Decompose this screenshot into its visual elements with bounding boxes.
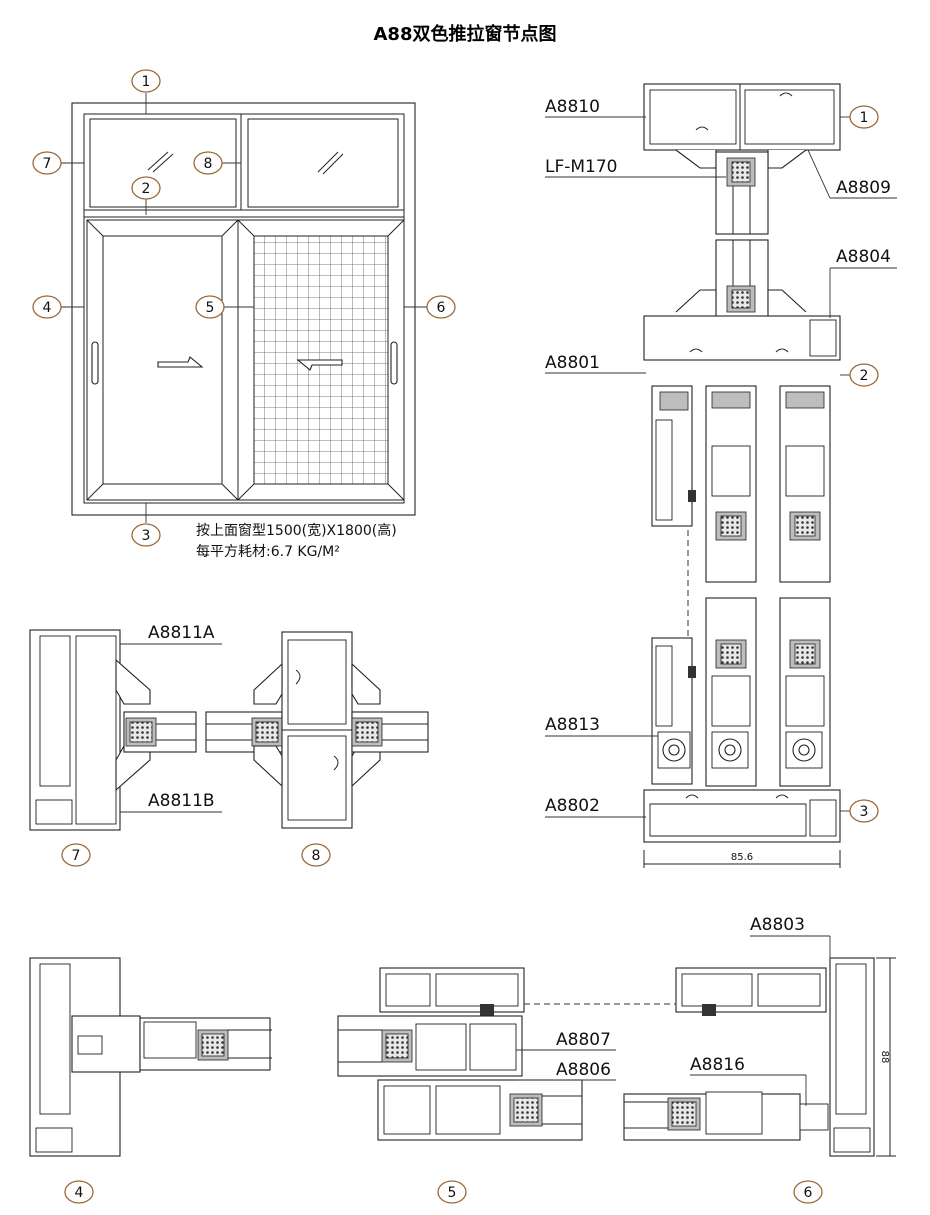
svg-text:7: 7 [72,848,81,864]
label-a8809: A8809 [836,178,891,198]
label-a8804: A8804 [836,247,891,267]
label-a8806: A8806 [556,1060,611,1080]
label-a8813: A8813 [545,715,600,735]
node-4-section: 4 [29,957,272,1204]
svg-text:3: 3 [142,528,151,544]
svg-text:4: 4 [75,1185,84,1201]
height-dimension: 88 [879,1051,890,1064]
elevation-callouts: 1 7 8 2 4 5 6 3 [32,69,456,547]
svg-text:1: 1 [860,110,869,126]
label-a8816: A8816 [690,1055,745,1075]
svg-text:4: 4 [43,300,52,316]
svg-text:8: 8 [312,848,321,864]
svg-text:5: 5 [448,1185,457,1201]
node-6-section: 88 6 [623,957,896,1204]
label-a8811a: A8811A [148,623,215,643]
node-7-section: A8811A A8811B 7 [29,623,222,867]
material-usage-note: 每平方耗材:6.7 KG/M² [196,544,340,560]
svg-text:1: 1 [142,74,151,90]
node-5-section: 5 [337,967,676,1204]
roller-wheels [657,731,823,769]
slide-right-arrow [157,356,204,368]
svg-text:2: 2 [142,181,151,197]
svg-text:3: 3 [860,804,869,820]
svg-text:8: 8 [204,156,213,172]
label-a8803: A8803 [750,915,805,935]
label-a8810: A8810 [545,97,600,117]
label-a8807: A8807 [556,1030,611,1050]
label-a8802: A8802 [545,796,600,816]
svg-text:6: 6 [804,1185,813,1201]
window-size-note: 按上面窗型1500(宽)X1800(高) [196,522,397,539]
svg-text:2: 2 [860,368,869,384]
svg-text:5: 5 [206,300,215,316]
slide-left-arrow [296,359,343,371]
label-a8801: A8801 [545,353,600,373]
drawing-title: A88双色推拉窗节点图 [374,23,557,45]
width-dimension: 85.6 [731,852,753,863]
svg-text:7: 7 [43,156,52,172]
node-8-section: 8 [205,631,429,867]
svg-text:6: 6 [437,300,446,316]
vertical-section-labels: A8810 LF-M170 A8809 A8804 A8801 A8813 A8… [545,97,897,823]
window-elevation [71,102,416,516]
horizontal-section-labels: A8803 A8807 A8806 A8816 [516,915,831,1106]
vertical-section: 85.6 [643,83,841,868]
label-a8811b: A8811B [148,791,215,811]
label-lf-m170: LF-M170 [545,157,618,177]
